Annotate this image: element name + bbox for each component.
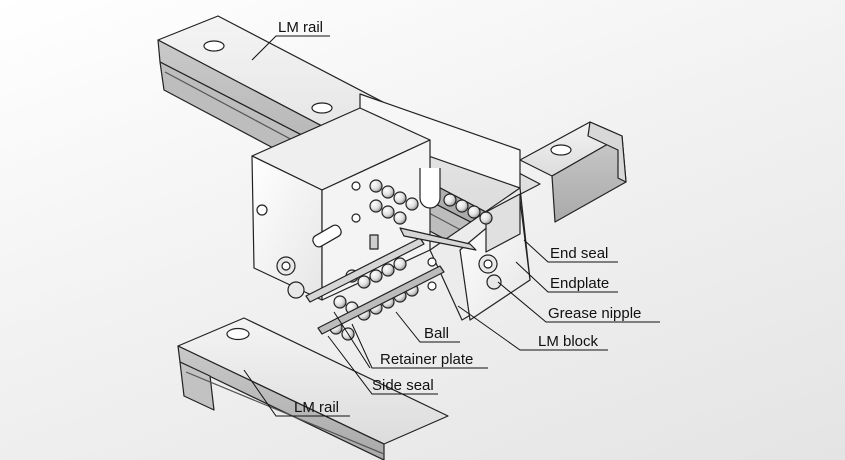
label-ball: Ball <box>424 325 449 342</box>
label-retainer-plate: Retainer plate <box>380 351 473 368</box>
label-endplate: Endplate <box>550 275 609 292</box>
label-grease-nipple: Grease nipple <box>548 305 641 322</box>
lm-rail-back <box>519 121 627 223</box>
mounting-hole-icon <box>550 144 572 156</box>
leader-lines <box>243 35 660 417</box>
mounting-hole-icon <box>203 40 225 52</box>
label-lm-rail-bottom: LM rail <box>294 399 339 416</box>
side-seal <box>317 265 445 335</box>
label-lm-block: LM block <box>538 333 599 350</box>
retainer-plate <box>305 227 477 303</box>
label-lm-rail-top: LM rail <box>278 19 323 36</box>
grease-nipple <box>276 254 502 299</box>
lm-rail-bottom <box>177 317 449 460</box>
mounting-hole-icon <box>311 102 333 114</box>
label-end-seal: End seal <box>550 245 608 262</box>
mounting-hole-icon <box>226 327 250 341</box>
label-side-seal: Side seal <box>372 377 434 394</box>
